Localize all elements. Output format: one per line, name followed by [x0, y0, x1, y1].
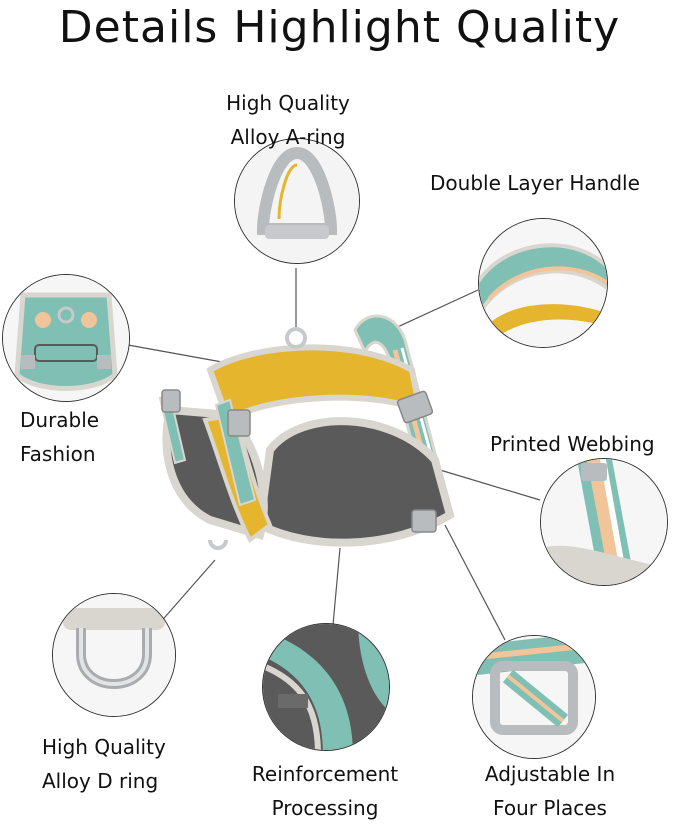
fashion-connector [127, 344, 223, 363]
reinforcement-label: Reinforcement Processing [232, 757, 418, 825]
harness-main-image [158, 314, 455, 550]
webbing-label: Printed Webbing [490, 432, 655, 456]
webbing-detail-circle [540, 458, 668, 586]
fashion-detail-circle [2, 274, 130, 402]
handle-label: Double Layer Handle [430, 171, 640, 195]
adjustable-label-line-1: Adjustable In [484, 762, 616, 786]
d-ring-connector [157, 559, 216, 626]
adjustable-detail-circle [472, 635, 596, 759]
reinforcement-connector [332, 547, 341, 626]
fashion-label: Durable Fashion [20, 403, 99, 471]
a-ring-label-line-1: High Quality [226, 91, 350, 115]
reinforcement-label-line-1: Reinforcement [251, 762, 399, 786]
d-ring-label-line-1: High Quality [42, 735, 166, 759]
reinforcement-label-line-2: Processing [271, 796, 379, 820]
a-ring-label-line-2: Alloy A-ring [230, 125, 346, 149]
a-ring-detail-circle [234, 138, 360, 264]
d-ring-label: High Quality Alloy D ring [42, 730, 166, 798]
webbing-connector [439, 469, 541, 501]
fashion-label-line-2: Fashion [20, 442, 96, 466]
page-title: Details Highlight Quality [58, 2, 621, 53]
d-ring-detail-circle [52, 593, 176, 717]
d-ring-label-line-2: Alloy D ring [42, 769, 159, 793]
a-ring-label: High Quality Alloy A-ring [208, 86, 368, 154]
fashion-label-line-1: Durable [20, 408, 100, 432]
adjustable-label-line-2: Four Places [493, 796, 607, 820]
adjustable-connector [444, 524, 506, 641]
reinforcement-detail-circle [262, 623, 390, 751]
handle-detail-circle [478, 218, 608, 348]
adjustable-label: Adjustable In Four Places [462, 757, 638, 825]
